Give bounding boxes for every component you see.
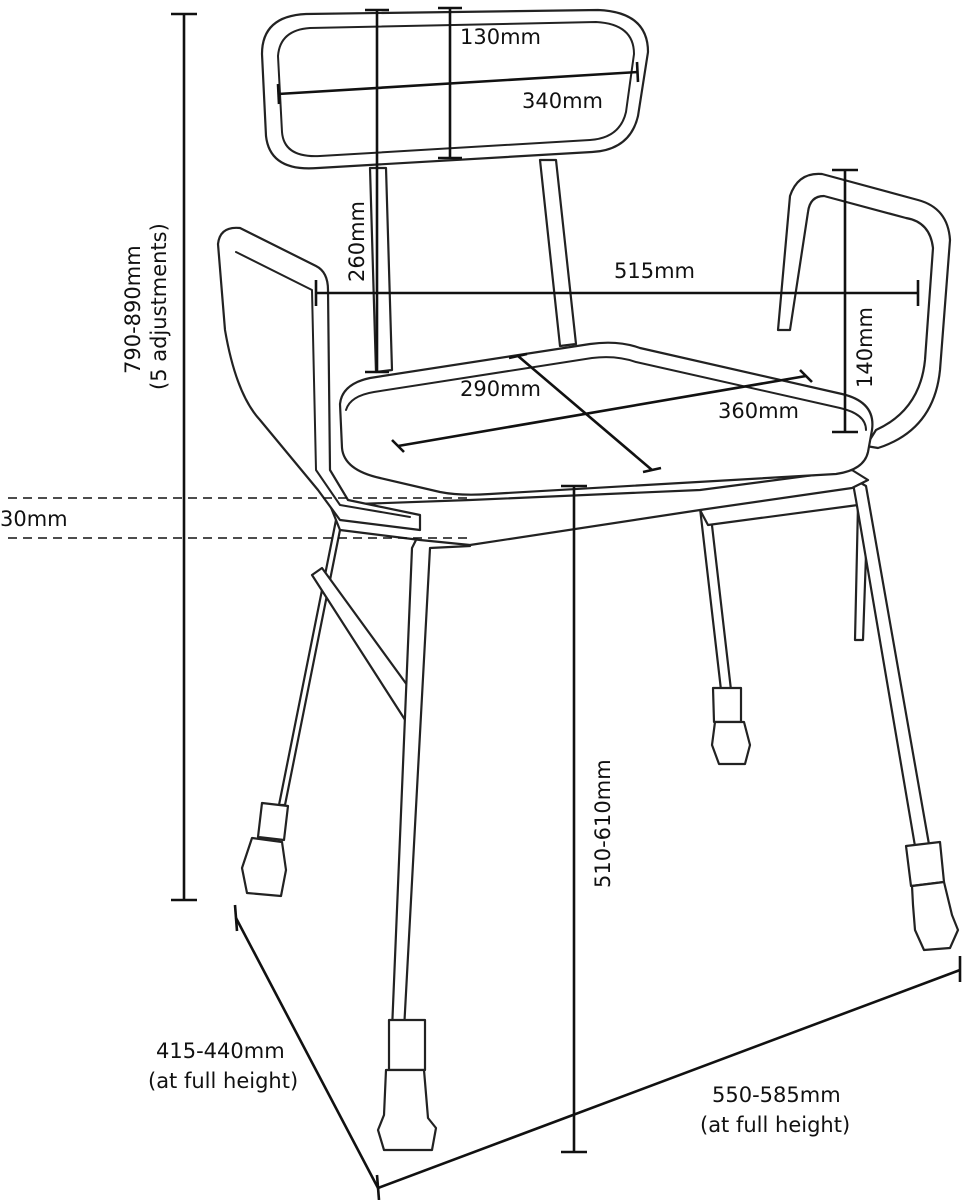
label-width-1: 550-585mm [712,1083,841,1107]
label-overall-height-2: (5 adjustments) [147,223,171,390]
label-overall-height-1: 790-890mm [121,245,145,374]
seat-depth-bottom-tick [642,466,662,474]
front-right-leg [850,476,932,854]
label-seat-depth: 290mm [460,377,541,401]
rear-left-leg-clamp [256,801,290,842]
floor-depth-top-tick [233,904,239,932]
front-right-leg-clamp [904,840,946,888]
label-seat-height: 510-610mm [591,759,615,888]
label-backrest-post: 260mm [345,201,369,282]
label-seat-width: 360mm [718,399,799,423]
label-overall-width: 515mm [614,259,695,283]
label-depth-2: (at full height) [148,1069,298,1093]
backrest-pad [260,8,650,170]
label-depth-1: 415-440mm [156,1039,285,1063]
rear-right-leg-foot [710,720,752,766]
rear-right-leg-clamp [711,686,743,724]
front-right-leg-foot [910,880,960,952]
seat-pad-top-edge [345,356,867,431]
left-armrest-inner [235,251,411,518]
seat-width-line [397,374,807,448]
seat-pad [338,341,874,496]
seat-depth-top-tick [508,352,528,360]
seat-width-left-tick [391,439,405,453]
rear-left-leg-foot [240,836,288,898]
label-backrest-height: 130mm [460,25,541,49]
floor-depth-line [234,917,380,1189]
front-left-leg-clamp [387,1018,427,1072]
label-backrest-width: 340mm [522,89,603,113]
backrest-width-line [277,70,639,96]
backrest-post-right [538,158,578,348]
dimension-labels: 130mm 340mm 260mm 515mm 140mm 290mm 360m… [0,25,877,1137]
rear-left-leg [277,518,344,807]
backrest-width-left-tick [276,83,281,105]
label-seat-thickness: 30mm [0,507,68,531]
seat-width-right-tick [799,369,813,383]
label-width-2: (at full height) [700,1113,850,1137]
front-left-leg [390,534,472,1032]
backrest-pad-inner [277,21,635,158]
chair-drawing [216,8,960,1152]
front-rail [328,468,870,547]
front-left-leg-foot [376,1068,438,1152]
backrest-post-left [368,166,394,374]
dimension-lines [8,6,962,1200]
side-stretcher [310,566,420,742]
floor-width-line [377,968,961,1190]
label-armrest-height: 140mm [853,307,877,388]
rear-right-leg [698,506,733,692]
right-armrest [776,172,952,450]
left-armrest [216,226,422,532]
backrest-width-right-tick [635,61,640,83]
